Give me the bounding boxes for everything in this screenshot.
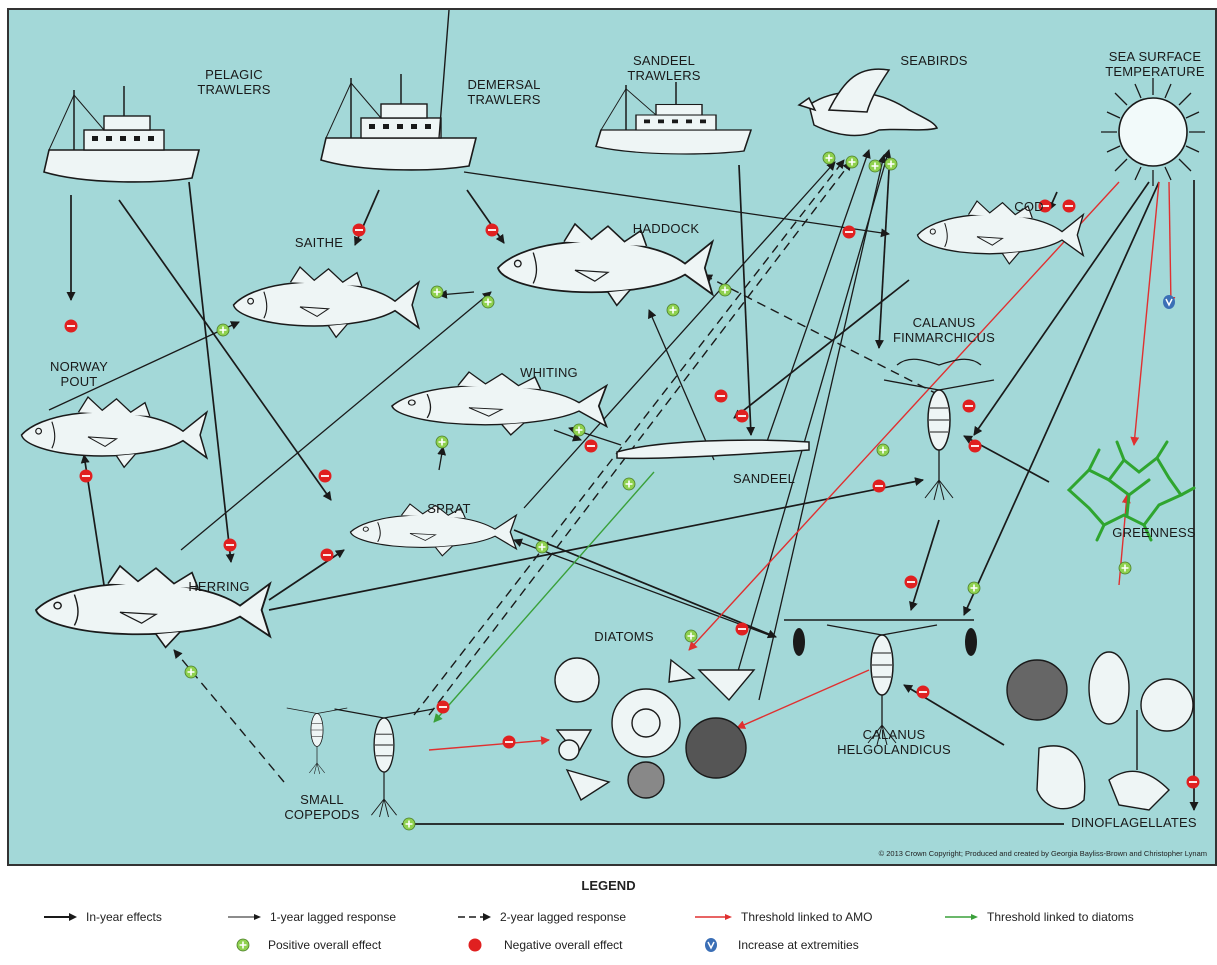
label-whiting: WHITING: [520, 365, 578, 380]
label-greenness: GREENNESS: [1112, 525, 1196, 540]
label-cod: COD: [1014, 199, 1044, 214]
sun-icon: [1101, 78, 1205, 186]
seabird-icon: [797, 68, 939, 137]
greenness-icon: [1066, 440, 1196, 542]
in-year-line-icon: [44, 913, 77, 921]
legend-lag1: 1-year lagged response: [228, 910, 396, 924]
label-seabirds: SEABIRDS: [900, 53, 968, 68]
legend: LEGEND In-year effects 1-year lagged res…: [0, 866, 1217, 965]
label-sprat: SPRAT: [427, 501, 471, 516]
lagged-arrows: [48, 149, 892, 701]
label-diatoms: DIATOMS: [594, 629, 654, 644]
legend-positive-label: Positive overall effect: [268, 938, 382, 952]
amo-threshold-arrows: [428, 181, 1176, 751]
legend-in-year-label: In-year effects: [86, 910, 162, 924]
label-saithe: SAITHE: [294, 235, 344, 250]
label-herring: HERRING: [188, 579, 250, 594]
legend-lag2-label: 2-year lagged response: [500, 910, 627, 924]
legend-extremities-label: Increase at extremities: [738, 938, 859, 952]
label-calanus-helgolandicus: CALANUS HELGOLANDICUS: [837, 727, 951, 757]
legend-lag1-label: 1-year lagged response: [270, 910, 397, 924]
extremities-marker-icon: [705, 938, 717, 952]
legend-diatoms-threshold-label: Threshold linked to diatoms: [987, 910, 1134, 924]
copepod-icon: [286, 358, 995, 818]
diatom-icon: [554, 657, 756, 802]
food-web-canvas: [20, 10, 1205, 831]
label-demersal-trawlers: DEMERSAL TRAWLERS: [467, 77, 541, 107]
label-haddock: HADDOCK: [632, 221, 700, 236]
positive-marker-icon: [236, 938, 250, 952]
diatom-threshold-arrow: [433, 471, 655, 723]
fish-icon: [20, 200, 1084, 649]
label-sea-surface-temperature: SEA SURFACE TEMPERATURE: [1105, 49, 1205, 79]
label-calanus-finmarchicus: CALANUS FINMARCHICUS: [892, 315, 996, 345]
label-norway-pout: NORWAY POUT: [49, 359, 109, 389]
legend-amo: Threshold linked to AMO: [695, 910, 872, 924]
label-sandeel-trawlers: SANDEEL TRAWLERS: [627, 53, 701, 83]
legend-lag2: 2-year lagged response: [458, 910, 626, 924]
amo-line-icon: [695, 914, 732, 920]
copyright-notice: © 2013 Crown Copyright; Produced and cre…: [878, 849, 1207, 858]
legend-positive: Positive overall effect: [236, 938, 381, 952]
diatom-threshold-line-icon: [945, 914, 978, 920]
legend-title: LEGEND: [581, 878, 636, 893]
dinoflagellate-icon: [1006, 651, 1194, 811]
legend-in-year: In-year effects: [44, 910, 162, 924]
legend-negative: Negative overall effect: [468, 938, 623, 952]
legend-amo-label: Threshold linked to AMO: [741, 910, 873, 924]
label-dinoflagellates: DINOFLAGELLATES: [1071, 815, 1197, 830]
legend-extremities: Increase at extremities: [704, 938, 859, 952]
trawler-icon: [43, 10, 752, 183]
legend-negative-label: Negative overall effect: [504, 938, 623, 952]
lag2-line-icon: [458, 913, 491, 921]
label-small-copepods: SMALL COPEPODS: [284, 792, 360, 822]
legend-diatoms-threshold: Threshold linked to diatoms: [945, 910, 1134, 924]
food-web-diagram: PELAGIC TRAWLERS DEMERSAL TRAWLERS SANDE…: [7, 8, 1217, 866]
label-sandeel: SANDEEL: [732, 471, 796, 486]
negative-marker-icon: [468, 938, 482, 952]
label-pelagic-trawlers: PELAGIC TRAWLERS: [197, 67, 271, 97]
lag1-line-icon: [228, 914, 261, 920]
